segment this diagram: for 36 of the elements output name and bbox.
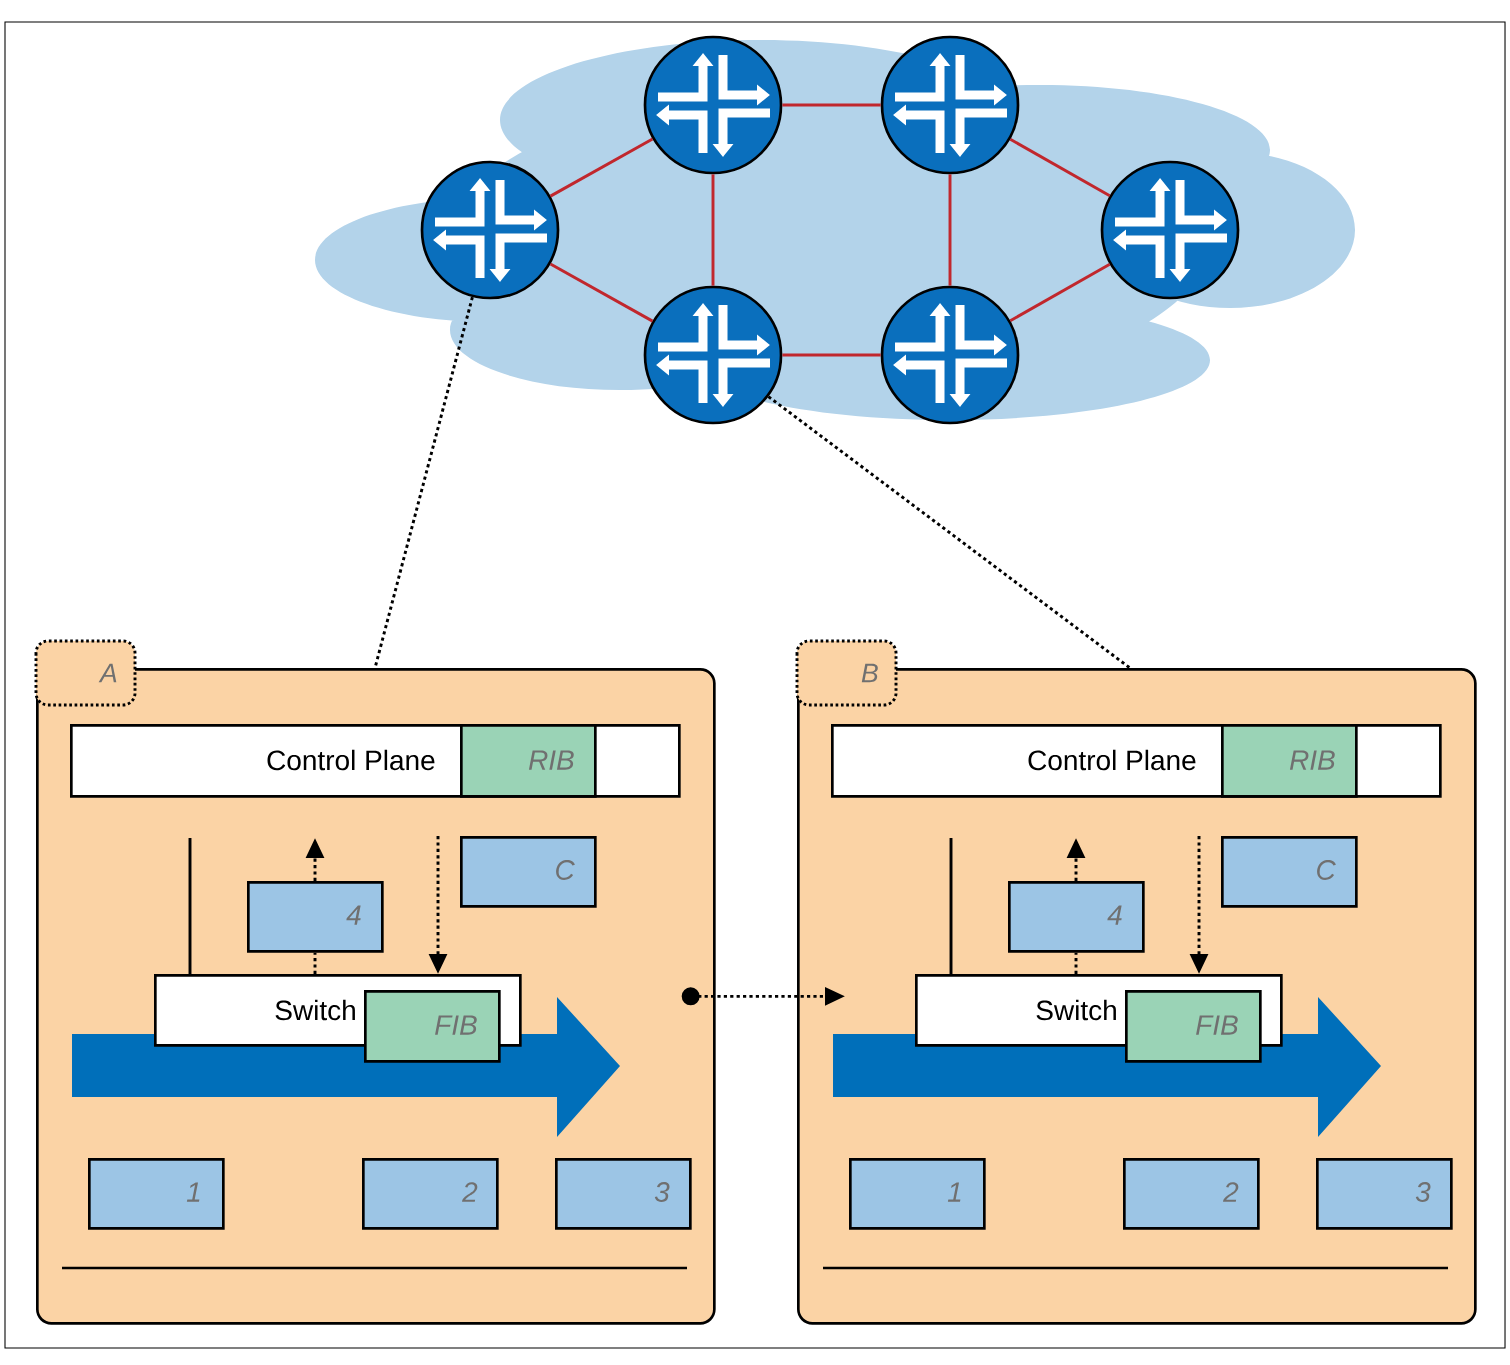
leader-line	[373, 296, 474, 669]
network-link	[782, 103, 881, 107]
component-box: 3	[555, 1158, 692, 1230]
component-box: C	[460, 836, 597, 908]
panel-tab: B	[795, 639, 898, 707]
network-link	[549, 262, 654, 323]
component-box: 2	[1123, 1158, 1260, 1230]
table-box: RIB	[460, 724, 597, 798]
component-box: 3	[1316, 1158, 1453, 1230]
component-box: 1	[849, 1158, 986, 1230]
leader-line	[767, 395, 1131, 670]
network-link	[549, 137, 654, 198]
router-icon	[880, 35, 1020, 175]
component-box: C	[1221, 836, 1358, 908]
connector-line	[949, 838, 953, 974]
component-box: 1	[88, 1158, 225, 1230]
table-box: RIB	[1221, 724, 1358, 798]
network-link	[948, 174, 952, 286]
panel-tab: A	[34, 639, 137, 707]
network-link	[1009, 138, 1111, 198]
network-link	[1009, 263, 1111, 323]
connector-line	[188, 838, 192, 974]
router-icon	[643, 285, 783, 425]
router-icon	[643, 35, 783, 175]
connector-line	[1074, 952, 1078, 974]
network-link	[711, 174, 715, 286]
table-box: FIB	[364, 990, 501, 1063]
router-icon	[880, 285, 1020, 425]
component-box: 2	[362, 1158, 499, 1230]
component-box: 4	[247, 881, 384, 953]
table-box: FIB	[1125, 990, 1262, 1063]
router-icon	[420, 160, 560, 300]
network-link	[782, 353, 881, 357]
component-box: 4	[1008, 881, 1145, 953]
router-icon	[1100, 160, 1240, 300]
connector-line	[313, 952, 317, 974]
